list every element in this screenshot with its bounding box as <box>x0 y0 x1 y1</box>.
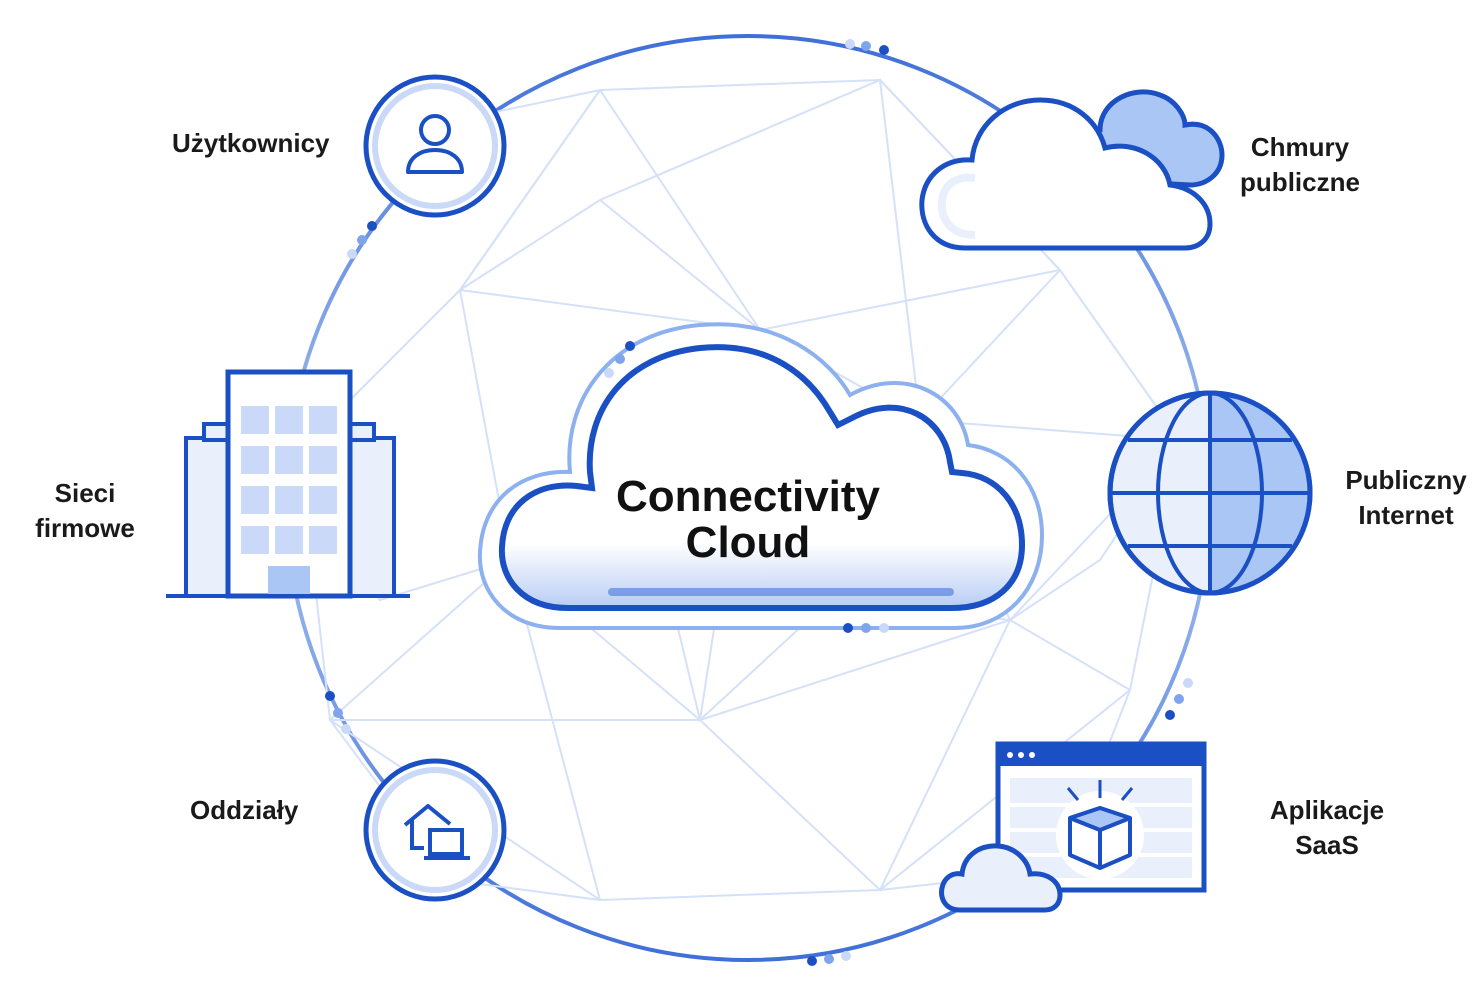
corporate-networks-line1: Sieci <box>54 478 116 508</box>
node-label-public-clouds: Chmury publiczne <box>1226 130 1374 200</box>
node-label-public-internet: Publiczny Internet <box>1338 463 1474 533</box>
center-title-line2: Cloud <box>685 518 811 567</box>
center-title-line1: Connectivity <box>615 472 881 521</box>
public-internet-line1: Publiczny <box>1345 465 1467 495</box>
center-title: Connectivity Cloud <box>548 474 948 566</box>
users-label: Użytkownicy <box>172 128 330 158</box>
user-icon <box>363 74 507 218</box>
public-internet-line2: Internet <box>1358 500 1454 530</box>
ring-dots <box>325 39 1193 966</box>
public-clouds-line1: Chmury <box>1250 132 1350 162</box>
globe-icon <box>1107 390 1313 596</box>
corporate-networks-line2: firmowe <box>35 513 135 543</box>
office-building-icon <box>166 369 410 599</box>
connectivity-cloud <box>477 322 1045 633</box>
saas-app-window-icon <box>939 741 1207 913</box>
branch-office-icon <box>363 758 507 902</box>
branches-label: Oddziały <box>190 795 299 825</box>
cloud-icon <box>919 89 1225 251</box>
node-label-users: Użytkownicy <box>172 126 330 161</box>
node-label-corporate-networks: Sieci firmowe <box>22 476 148 546</box>
saas-apps-line1: Aplikacje <box>1269 795 1385 825</box>
node-label-branches: Oddziały <box>190 793 298 828</box>
public-clouds-line2: publiczne <box>1240 167 1360 197</box>
saas-apps-line2: SaaS <box>1295 830 1359 860</box>
node-label-saas-apps: Aplikacje SaaS <box>1252 793 1402 863</box>
